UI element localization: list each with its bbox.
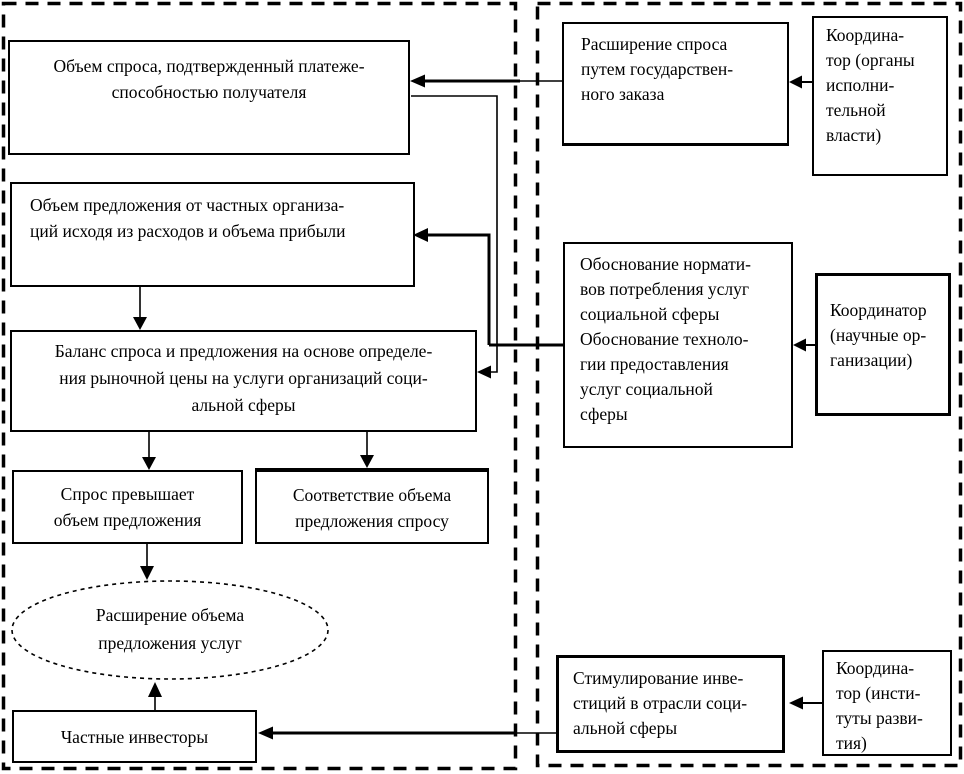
arrow-bus-to-supply (413, 228, 491, 345)
supply-volume-box: Объем предложения от частных организа- ц… (10, 182, 415, 287)
private-investors-box: Частные инвесторы (12, 710, 257, 763)
right-dashed-zone (535, 1, 963, 768)
coordinator-development-box: Координа- тор (инсти- туты разви- тия) (822, 650, 952, 756)
bus-line-standards (411, 95, 498, 379)
arrow-coord-exec-to-state-order (789, 75, 812, 89)
standards-justification-box: Обоснование нормати- вов потребления усл… (563, 242, 793, 448)
arrow-balance-to-exceeds (142, 432, 156, 470)
arrow-coord-dev-to-investment (789, 696, 822, 710)
state-order-demand-box: Расширение спроса путем государствен- но… (562, 22, 789, 146)
coordinator-scientific-box: Координатор (научные ор- ганизации) (815, 273, 951, 416)
arrow-coord-sci-to-standards (793, 338, 815, 352)
arrow-investment-to-investors (258, 726, 556, 740)
balance-box: Баланс спроса и предложения на основе оп… (10, 330, 477, 432)
arrow-supply-to-balance (133, 287, 147, 330)
arrow-exceeds-to-ellipse (140, 544, 154, 580)
supply-expansion-ellipse-label: Расширение объема предложения услуг (95, 605, 245, 653)
demand-exceeds-box: Спрос превышает объем предложения (12, 470, 243, 544)
supply-matches-box: Соответствие объема предложения спросу (255, 468, 489, 544)
arrow-investors-to-ellipse (148, 682, 162, 710)
arrow-balance-to-matches (360, 432, 374, 468)
demand-volume-box: Объем спроса, подтвержденный платеже- сп… (8, 40, 410, 155)
expansion-ellipse-outline (11, 580, 329, 680)
arrow-state-order-to-demand (410, 74, 562, 88)
coordinator-executive-box: Координа- тор (органы исполни- тельной в… (812, 16, 948, 176)
investment-stimulation-box: Стимулирование инве- стиций в отрасли со… (556, 655, 785, 753)
